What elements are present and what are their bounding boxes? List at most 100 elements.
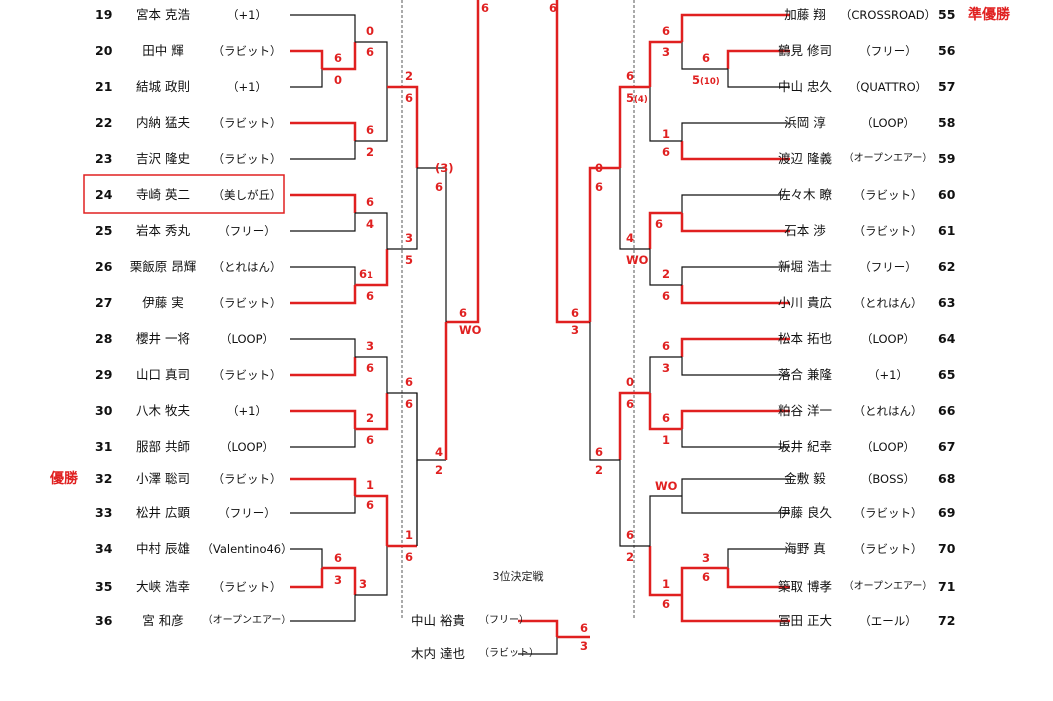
score-label: 1 [662, 127, 671, 141]
player-name: 伊藤 良久 [778, 505, 832, 520]
bracket-line [518, 619, 559, 637]
bracket-line [290, 548, 323, 568]
score-label: 2 [366, 411, 375, 425]
bracket-line [680, 285, 790, 305]
player-number: 60 [938, 187, 956, 202]
score-label: 6 [459, 306, 468, 320]
score-label: 6 [662, 411, 671, 425]
player-number: 55 [938, 7, 956, 22]
bracket-line [588, 166, 620, 322]
score-label: 5(10) [692, 73, 720, 87]
score-label: 6 [662, 145, 671, 159]
score-label: 3 [366, 339, 375, 353]
bracket-line [648, 40, 682, 87]
player-club: （美しが丘） [212, 188, 282, 202]
player-name: 小川 貴広 [778, 295, 832, 310]
player-name: 岩本 秀丸 [136, 223, 190, 238]
bracket-line [680, 337, 790, 357]
player-name: 築取 博孝 [778, 579, 832, 594]
score-label: WO [459, 323, 482, 337]
player-name: 金敷 毅 [784, 471, 826, 486]
player-club: （ラビット） [212, 580, 282, 594]
player-name: 吉沢 隆史 [136, 151, 190, 166]
score-label: 6 [405, 550, 414, 564]
score-label: 0 [366, 24, 375, 38]
score-label: 6 [366, 195, 375, 209]
player-name: 宮 和彦 [142, 613, 184, 628]
player-club: （とれはん） [212, 260, 282, 274]
bracket-line [290, 429, 356, 448]
player-club: （LOOP） [860, 116, 916, 130]
bracket-line [726, 49, 790, 69]
bracket-line [648, 393, 682, 431]
score-label: 2 [366, 145, 375, 159]
player-name: 新堀 浩士 [778, 259, 832, 274]
player-club: （ラビット） [212, 296, 282, 310]
bracket-line [681, 266, 790, 285]
score-label: (3) [435, 161, 454, 175]
player-name: 浜岡 淳 [784, 115, 826, 130]
player-number: 66 [938, 403, 956, 418]
score-label: 3 [662, 45, 671, 59]
bracket-line [290, 338, 356, 357]
player-club: （フリー） [218, 506, 276, 520]
player-club: （オープンエアー） [843, 153, 933, 164]
score-label: 2 [595, 463, 604, 477]
score-label: 6 [662, 597, 671, 611]
player-name: 結城 政則 [136, 79, 190, 94]
score-label: 3 [662, 361, 671, 375]
player-club: （LOOP） [860, 332, 916, 346]
score-label: 2 [435, 463, 444, 477]
score-label: 6 [481, 1, 490, 15]
score-label: 6 [702, 51, 711, 65]
score-label: 6 [334, 51, 343, 65]
score-label: 0 [334, 73, 343, 87]
score-label: 6 [435, 180, 444, 194]
score-label: 6 [366, 498, 375, 512]
runner-up-label: 準優勝 [968, 7, 1010, 23]
score-label: 0 [626, 375, 635, 389]
player-name: 山口 真司 [136, 367, 190, 382]
player-club: （Valentino46） [201, 542, 293, 556]
bracket-line [649, 356, 682, 393]
bracket-line [355, 41, 388, 87]
bracket-line [681, 194, 790, 213]
bracket-line [589, 322, 620, 461]
bracket-line [387, 85, 419, 168]
bracket-line [649, 495, 682, 546]
bracket-line [681, 122, 790, 141]
player-club: （エール） [859, 614, 917, 628]
player-club: （+1） [227, 404, 267, 418]
player-name: 松本 拓也 [778, 331, 832, 346]
bracket-line [290, 49, 324, 69]
bracket-line [290, 595, 356, 622]
player-name: 冨田 正大 [778, 613, 832, 628]
player-number: 21 [95, 79, 113, 94]
score-label: 2 [626, 550, 635, 564]
bracket-line [355, 87, 388, 142]
bracket-line [649, 249, 682, 286]
bracket-line [290, 409, 357, 429]
bracket-line [290, 69, 323, 88]
player-name: 田中 輝 [142, 43, 184, 58]
player-club: （ラビット） [853, 224, 923, 238]
player-name: 松井 広顕 [136, 505, 190, 520]
player-number: 19 [95, 7, 113, 22]
bracket-line [680, 566, 728, 595]
player-club: （オープンエアー） [843, 581, 933, 592]
score-label: 6 [366, 45, 375, 59]
player-number: 61 [938, 223, 956, 238]
player-number: 20 [95, 43, 113, 58]
player-number: 57 [938, 79, 956, 94]
score-label: WO [626, 253, 649, 267]
player-club: （+1） [227, 80, 267, 94]
bracket-line [680, 409, 790, 429]
bracket-line [680, 213, 790, 233]
player-name: 中村 辰雄 [136, 541, 190, 556]
player-name: 栗飯原 昂輝 [129, 259, 197, 274]
bracket-line [355, 249, 389, 287]
player-club: （+1） [227, 8, 267, 22]
bracket-line [726, 568, 790, 589]
third-place-player: 中山 裕貴 [411, 613, 465, 628]
player-number: 32 [95, 471, 113, 486]
